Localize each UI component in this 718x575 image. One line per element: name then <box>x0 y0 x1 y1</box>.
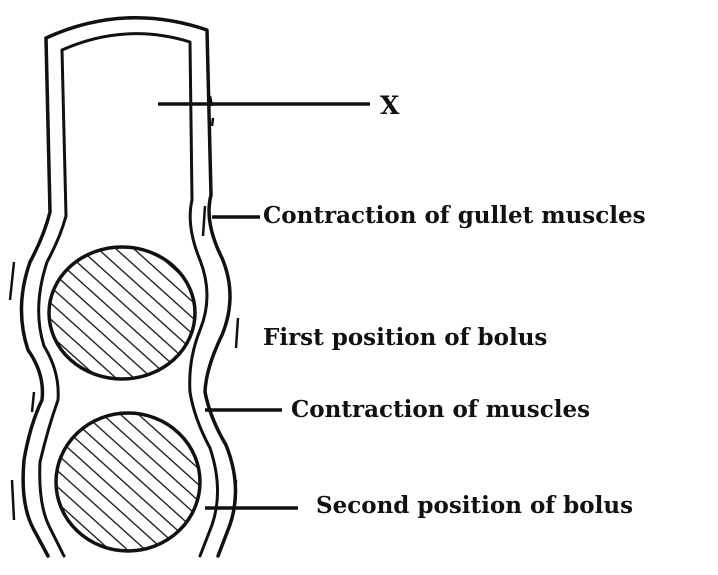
label-muscle-contraction: Contraction of muscles <box>291 398 590 421</box>
first-bolus <box>49 247 195 379</box>
label-first-bolus-position: First position of bolus <box>263 326 547 349</box>
label-gullet-muscle-contraction: Contraction of gullet muscles <box>263 204 646 227</box>
second-bolus <box>56 413 200 551</box>
label-second-bolus-position: Second position of bolus <box>316 494 633 517</box>
label-x: X <box>380 93 399 118</box>
